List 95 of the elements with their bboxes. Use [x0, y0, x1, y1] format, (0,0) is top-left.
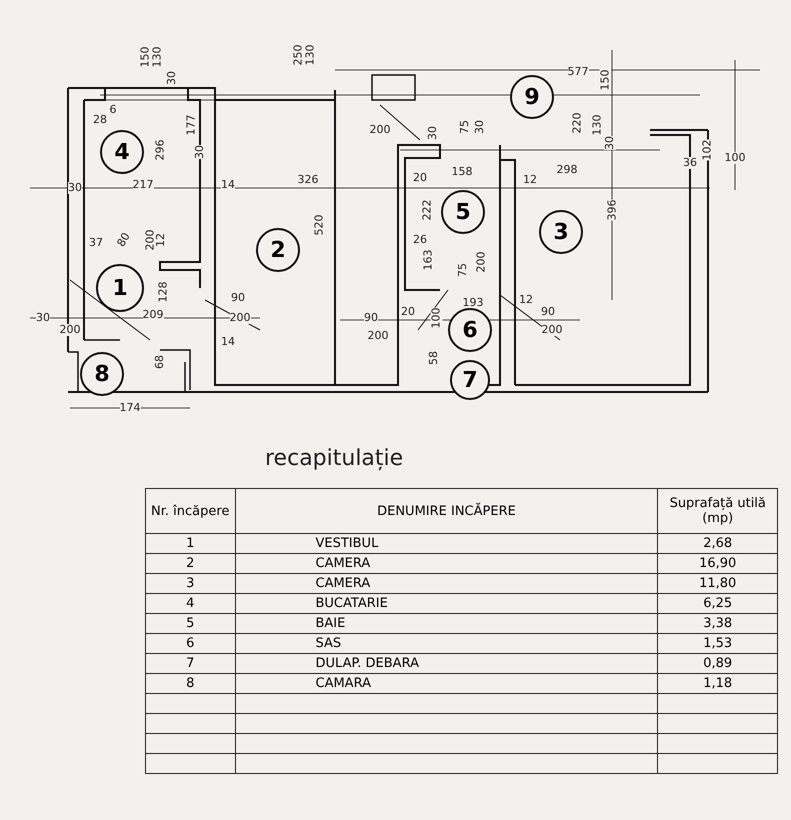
dimension-label: 217 — [132, 179, 154, 191]
dimension-label: 150 — [139, 46, 151, 68]
room-number: 6 — [448, 308, 492, 352]
table-cell: 0,89 — [658, 654, 778, 674]
dimension-label: 396 — [606, 200, 618, 220]
dimension-label: 30 — [68, 182, 82, 194]
dimension-label: 68 — [154, 355, 166, 369]
dimension-label: 37 — [89, 237, 103, 249]
room-number: 1 — [96, 264, 144, 312]
dimension-label: 150 — [599, 70, 611, 90]
dimension-label: 326 — [298, 174, 318, 186]
table-cell: 7 — [146, 654, 235, 674]
dimension-label: 128 — [157, 282, 169, 302]
dimension-label: 30 — [194, 145, 206, 159]
dimension-label: 14 — [221, 179, 235, 191]
dimension-label: 200 — [368, 330, 388, 342]
dimension-label: 200 — [370, 124, 390, 136]
dimension-label: 90 — [231, 292, 245, 304]
dimension-label: 12 — [523, 174, 537, 186]
room-number: 2 — [256, 228, 300, 272]
column-header: Suprafață utilă (mp) — [658, 488, 778, 534]
table-cell: 6 — [146, 634, 235, 654]
dimension-label: 90 — [364, 312, 378, 324]
dimension-label: 30 — [427, 126, 439, 140]
dimension-label: 30 — [604, 136, 616, 150]
column-header: DENUMIRE INCĂPERE — [235, 488, 658, 534]
dimension-label: 100 — [430, 308, 442, 328]
room-number: 5 — [441, 190, 485, 234]
table-cell: 1,18 — [658, 674, 778, 694]
dimension-label: 100 — [724, 152, 746, 164]
table-cell: CAMARA — [235, 674, 658, 694]
dimension-label: 174 — [120, 402, 140, 414]
room-number: 4 — [100, 130, 144, 174]
dimension-label: 130 — [151, 46, 163, 68]
dimension-label: 12 — [519, 294, 533, 306]
dimension-label: 20 — [413, 172, 427, 184]
dimension-label: 220 — [571, 112, 583, 134]
dimension-label: 12 — [155, 233, 167, 247]
room-number: 9 — [510, 75, 554, 119]
dimension-label: 90 — [541, 306, 555, 318]
table-cell: 16,90 — [658, 554, 778, 574]
dimension-label: 296 — [154, 140, 166, 160]
dimension-label: 30 — [166, 71, 178, 85]
table-cell: CAMERA — [235, 554, 658, 574]
dimension-label: 250 — [292, 44, 304, 66]
dimension-label: 130 — [304, 44, 316, 66]
table-cell: 3 — [146, 574, 235, 594]
table-cell: 5 — [146, 614, 235, 634]
table-cell: 2,68 — [658, 534, 778, 554]
room-number: 3 — [539, 210, 583, 254]
dimension-label: 14 — [221, 336, 235, 348]
dimension-label: 298 — [556, 164, 578, 176]
dimension-label: 28 — [93, 114, 107, 126]
dimension-label: 30 — [474, 120, 486, 134]
table-cell: BUCATARIE — [235, 594, 658, 614]
dimension-label: 200 — [475, 252, 487, 272]
table-cell: SAS — [235, 634, 658, 654]
dimension-label: 158 — [452, 166, 472, 178]
table-cell: VESTIBUL — [235, 534, 658, 554]
table-cell: 6,25 — [658, 594, 778, 614]
table-cell: BAIE — [235, 614, 658, 634]
dimension-label: 75 — [457, 263, 469, 277]
table-cell: 8 — [146, 674, 235, 694]
dimension-label: 200 — [542, 324, 562, 336]
dimension-label: 130 — [591, 114, 603, 136]
table-cell: 4 — [146, 594, 235, 614]
dimension-label: 36 — [683, 157, 697, 169]
dimension-label: 58 — [428, 351, 440, 365]
dimension-label: 102 — [701, 140, 713, 160]
dimension-label: 26 — [413, 234, 427, 246]
room-number: 8 — [80, 352, 124, 396]
dimension-label: 209 — [142, 309, 164, 321]
room-number: 7 — [450, 360, 490, 400]
dimension-label: 30 — [36, 312, 50, 324]
dimension-label: 200 — [230, 312, 250, 324]
dimension-label: 163 — [422, 250, 434, 270]
dimension-label: 75 — [459, 120, 471, 134]
dimension-label: 177 — [185, 114, 197, 136]
dimension-label: 20 — [401, 306, 415, 318]
column-header: Nr. încăpere — [146, 488, 235, 534]
table-cell: CAMERA — [235, 574, 658, 594]
dimension-label: 193 — [462, 297, 484, 309]
dimension-label: 6 — [110, 104, 116, 116]
table-cell: 11,80 — [658, 574, 778, 594]
dimension-label: 577 — [568, 66, 588, 78]
table-title: recapitulație — [265, 446, 404, 471]
table-cell: 1,53 — [658, 634, 778, 654]
dimension-label: 520 — [313, 214, 325, 236]
dimension-label: 200 — [60, 324, 80, 336]
table-cell: DULAP. DEBARA — [235, 654, 658, 674]
dimension-label: 200 — [144, 230, 156, 250]
table-cell: 3,38 — [658, 614, 778, 634]
dimension-label: 222 — [421, 200, 433, 220]
table-cell: 1 — [146, 534, 235, 554]
table-cell: 2 — [146, 554, 235, 574]
